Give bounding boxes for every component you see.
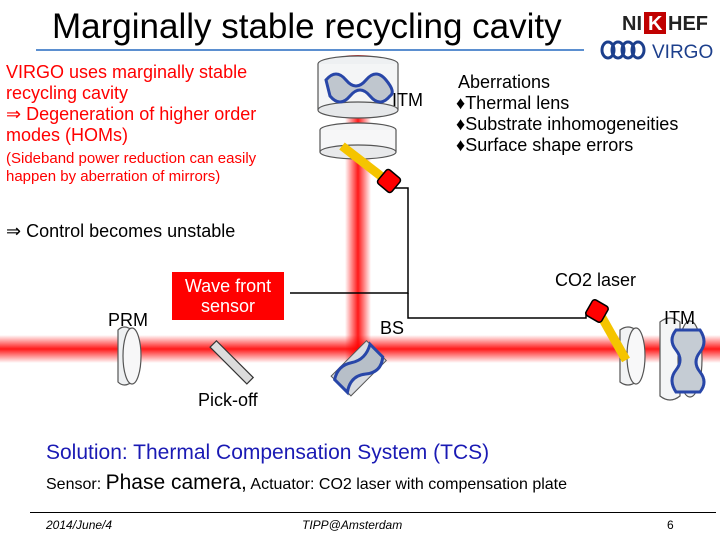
- aberrations-heading: Aberrations: [458, 72, 551, 92]
- bullet-diamond-icon: ♦: [456, 135, 466, 155]
- sensor-label: Sensor:: [46, 476, 102, 493]
- title-divider: [36, 49, 584, 51]
- co2-beam-top: [339, 142, 389, 184]
- solution-details: Sensor: Phase camera, Actuator: CO2 lase…: [46, 470, 567, 498]
- solution-title: Solution: Thermal Compensation System (T…: [46, 441, 490, 464]
- aberration-item-text: Substrate inhomogeneities: [465, 114, 679, 134]
- co2-laser-top: [376, 168, 402, 194]
- prm-label: PRM: [108, 310, 148, 330]
- prm-mirror: [117, 326, 142, 386]
- aberrations-list: Aberrations ♦Thermal lens ♦Substrate inh…: [456, 72, 718, 156]
- aberration-item-text: Thermal lens: [465, 93, 570, 113]
- intro-line-1: VIRGO uses marginally stable recycling c…: [6, 62, 248, 103]
- logos: NI K HEF VIRGO: [598, 6, 718, 66]
- svg-text:K: K: [648, 13, 663, 35]
- aberration-item: ♦Substrate inhomogeneities: [456, 114, 718, 135]
- bullet-diamond-icon: ♦: [456, 114, 466, 134]
- actuator-text: Actuator: CO2 laser with compensation pl…: [250, 476, 568, 493]
- control-unstable-text: Control becomes unstable: [26, 221, 236, 241]
- control-unstable: ⇒ Control becomes unstable: [6, 221, 235, 242]
- co2-laser-right: [585, 299, 609, 323]
- page-title: Marginally stable recycling cavity: [52, 7, 562, 46]
- itm-top-mirror: [317, 55, 399, 119]
- aberration-item-text: Surface shape errors: [465, 135, 634, 155]
- bullet-diamond-icon: ♦: [456, 93, 466, 113]
- intro-text: VIRGO uses marginally stable recycling c…: [6, 62, 306, 186]
- itm-right-mirror: [659, 317, 706, 401]
- aberration-item: ♦Thermal lens: [456, 93, 718, 114]
- bs-label: BS: [380, 318, 405, 338]
- svg-text:NI: NI: [622, 13, 642, 35]
- itm-top-label: ITM: [392, 90, 423, 110]
- footer-venue: TIPP@Amsterdam: [302, 518, 403, 532]
- intro-note: (Sideband power reduction can easily hap…: [6, 150, 257, 185]
- co2-beam-right: [596, 311, 630, 363]
- intro-line-2: ⇒ Degeneration of higher order modes (HO…: [6, 104, 306, 146]
- svg-text:VIRGO: VIRGO: [652, 42, 713, 63]
- pickoff-label: Pick-off: [198, 390, 258, 410]
- co2-laser-label: CO2 laser: [555, 270, 637, 290]
- beam-splitter: [330, 340, 387, 397]
- svg-text:HEF: HEF: [668, 13, 708, 35]
- sensor-value: Phase camera,: [105, 471, 247, 494]
- nikhef-virgo-logo-graphic: NI K HEF VIRGO: [600, 12, 713, 63]
- implies-symbol: ⇒: [6, 221, 22, 241]
- footer-date: 2014/June/4: [46, 518, 113, 532]
- page-number: 6: [667, 518, 674, 532]
- implies-symbol: ⇒: [6, 104, 22, 124]
- footer-divider: [30, 512, 716, 513]
- compensation-plate-top: [319, 122, 397, 160]
- pickoff-mirror: [209, 339, 255, 385]
- connection-lines: [290, 187, 587, 319]
- wave-front-sensor: Wave front sensor: [172, 272, 284, 320]
- itm-right-label: ITM: [664, 308, 695, 328]
- aberration-item: ♦Surface shape errors: [456, 135, 718, 156]
- intro-line-2-text: Degeneration of higher order modes (HOMs…: [6, 104, 257, 145]
